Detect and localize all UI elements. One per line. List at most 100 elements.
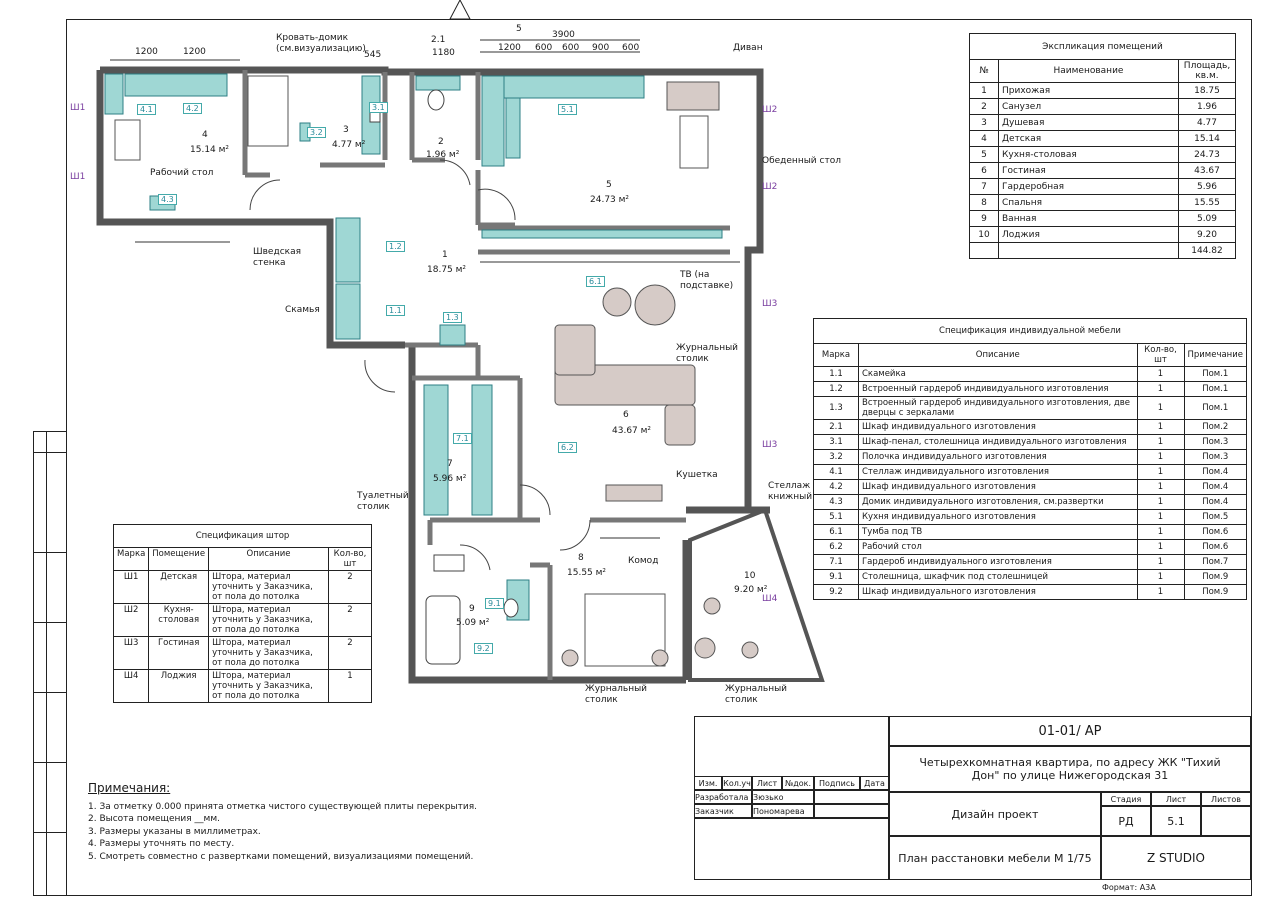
- nightstand-right: [651, 649, 669, 667]
- dim-label: 3900: [552, 30, 575, 40]
- window-mark: Ш1: [70, 103, 86, 113]
- tag-5-1: 5.1: [558, 104, 577, 115]
- room-number: 1: [442, 250, 448, 260]
- column-header: Описание: [858, 343, 1138, 367]
- built-in-furniture: [104, 73, 723, 621]
- sofa-callout: Диван: [733, 43, 763, 53]
- table-cell: 24.73: [1178, 146, 1236, 163]
- room-area: 5.09 м²: [456, 618, 490, 628]
- coffee-table-1: [634, 284, 676, 326]
- role-name: Пономарева: [752, 804, 814, 818]
- room-area: 5.96 м²: [433, 474, 467, 484]
- dining-table: [679, 115, 709, 169]
- note-item: 2. Высота помещения __мм.: [88, 814, 220, 824]
- side-stamp-grid: [33, 431, 67, 896]
- kitchen-5-1b: [503, 75, 645, 99]
- table-cell: 6: [969, 162, 999, 179]
- col-header: Изм.: [694, 776, 722, 790]
- dining-table-callout: Обеденный стол: [762, 156, 841, 166]
- table-cell: 4.2: [813, 479, 859, 495]
- room-area: 4.77 м²: [332, 140, 366, 150]
- table-cell: Тумба под ТВ: [858, 524, 1138, 540]
- studio-name: Z STUDIO: [1101, 836, 1251, 880]
- table-cell: 6.1: [813, 524, 859, 540]
- table-cell: 1: [328, 669, 372, 703]
- table-cell: 1: [1136, 449, 1185, 465]
- table-cell: Кухня-столовая: [998, 146, 1179, 163]
- table-cell: 6.2: [813, 539, 859, 555]
- window-mark: Ш3: [762, 299, 778, 309]
- dresser-callout: Комод: [628, 556, 659, 566]
- table-cell: Ш2: [112, 603, 150, 637]
- table-cell: 43.67: [1178, 162, 1236, 179]
- dim-label: 1200: [183, 47, 206, 57]
- couch: [605, 484, 663, 502]
- bed-house-callout: Кровать-домик (см.визуализацию): [276, 33, 366, 54]
- coffee-table-callout-2: Журнальный столик: [585, 684, 648, 705]
- table-cell: Встроенный гардероб индивидуального изго…: [858, 396, 1138, 420]
- column-header: Марка: [112, 547, 150, 571]
- room-number: 7: [447, 459, 453, 469]
- table-cell: Стеллаж индивидуального изготовления: [858, 464, 1138, 480]
- dim-label: 1200: [135, 47, 158, 57]
- dimension-lines: [110, 39, 740, 539]
- table-cell: Лоджия: [998, 226, 1179, 243]
- table-cell: Ш3: [112, 636, 150, 670]
- table-cell: Пом.1: [1183, 381, 1247, 397]
- table-cell: 1.3: [813, 396, 859, 420]
- table-cell: Детская: [998, 130, 1179, 147]
- couch-callout: Кушетка: [676, 470, 718, 480]
- table-cell: 2: [328, 603, 372, 637]
- role-name: Зюзько: [752, 790, 814, 804]
- title-block: Изм. Кол.уч Лист №док. Подпись Дата Разр…: [694, 716, 1251, 880]
- wardrobe-1-2: [335, 217, 361, 283]
- swedish-wall-callout: Шведская стенка: [253, 247, 302, 268]
- room-number: 10: [744, 571, 756, 581]
- sheet-value: 5.1: [1151, 806, 1201, 836]
- note-item: 4. Размеры уточнять по месту.: [88, 839, 235, 849]
- table-cell: Гардероб индивидуального изготовления: [858, 554, 1138, 570]
- table-cell: 15.14: [1178, 130, 1236, 147]
- vanity-callout: Туалетный столик: [357, 491, 409, 512]
- table-cell: Пом.2: [1183, 419, 1247, 435]
- role-label: Заказчик: [694, 804, 752, 818]
- table-cell: 1: [1136, 464, 1185, 480]
- table-cell: 1: [1136, 524, 1185, 540]
- tag-4-1: 4.1: [137, 104, 156, 115]
- sheet-name: План расстановки мебели М 1/75: [889, 836, 1101, 880]
- loose-furniture: [114, 75, 759, 667]
- drawing-code: 01-01/ АР: [889, 716, 1251, 746]
- dim-label: 545: [364, 50, 382, 60]
- dim-label: 2.1: [431, 35, 446, 45]
- column-header: Кол-во, шт: [328, 547, 372, 571]
- table-cell: 9.20: [1178, 226, 1236, 243]
- coffee-table-callout: Журнальный столик: [676, 343, 739, 364]
- notes-block: Примечания: 1. За отметку 0.000 принята …: [88, 782, 477, 863]
- table-cell: 1: [1136, 569, 1185, 585]
- table-cell: Домик индивидуального изготовления, см.р…: [858, 494, 1138, 510]
- table-cell: Пом.4: [1183, 494, 1247, 510]
- table-cell: 10: [969, 226, 999, 243]
- stage-label: Стадия: [1101, 792, 1151, 806]
- table-cell: Штора, материал уточнить у Заказчика, от…: [208, 636, 329, 670]
- wardrobe-1-3: [439, 324, 466, 346]
- room-area: 18.75 м²: [427, 265, 467, 275]
- table-cell: 5.96: [1178, 178, 1236, 195]
- table-cell: Гардеробная: [998, 178, 1179, 195]
- dim-label: 600: [562, 43, 580, 53]
- table-cell: Пом.9: [1183, 584, 1247, 600]
- column-header: №: [969, 59, 999, 83]
- tag-7-1: 7.1: [453, 433, 472, 444]
- project-title: Четырехкомнатная квартира, по адресу ЖК …: [889, 746, 1251, 792]
